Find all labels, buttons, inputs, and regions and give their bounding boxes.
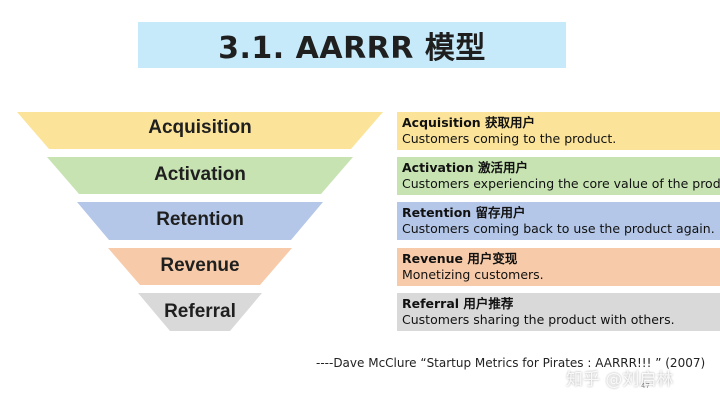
description-title: Activation 激活用户: [402, 160, 529, 175]
description-text: Monetizing customers.: [402, 267, 544, 282]
description-box-retention: Retention 留存用户 Customers coming back to …: [397, 202, 720, 240]
description-title: Revenue 用户变现: [402, 251, 518, 266]
page-title: 3.1. AARRR 模型: [218, 31, 486, 66]
stage-label-referral: Referral: [164, 301, 236, 322]
title-banner: 3.1. AARRR 模型: [138, 22, 566, 68]
description-text: Customers experiencing the core value of…: [402, 176, 720, 191]
description-box-activation: Activation 激活用户 Customers experiencing t…: [397, 157, 720, 195]
watermark: 知乎 @刘启林: [566, 370, 674, 390]
funnel-band-retention: [77, 202, 323, 240]
description-text: Customers sharing the product with other…: [402, 312, 675, 327]
stage-label-revenue: Revenue: [160, 255, 240, 276]
funnel-band-referral: [138, 293, 262, 331]
funnel-band-activation: [47, 157, 353, 194]
description-box-revenue: Revenue 用户变现 Monetizing customers.: [397, 248, 720, 286]
funnel-band-revenue: [108, 248, 292, 285]
stage-label-activation: Activation: [154, 164, 246, 185]
aarrr-funnel: [17, 112, 383, 331]
stage-label-retention: Retention: [156, 209, 244, 230]
stage-label-acquisition: Acquisition: [148, 117, 252, 138]
funnel-band-acquisition: [17, 112, 383, 149]
description-title: Referral 用户推荐: [402, 296, 514, 311]
source-citation: ----Dave McClure “Startup Metrics for Pi…: [316, 356, 706, 370]
description-box-acquisition: Acquisition 获取用户 Customers coming to the…: [397, 112, 720, 150]
page-number: 47: [641, 382, 650, 390]
description-box-referral: Referral 用户推荐 Customers sharing the prod…: [397, 293, 720, 331]
description-title: Acquisition 获取用户: [402, 115, 536, 130]
description-text: Customers coming back to use the product…: [402, 221, 715, 236]
description-text: Customers coming to the product.: [402, 131, 617, 146]
description-title: Retention 留存用户: [402, 205, 526, 220]
